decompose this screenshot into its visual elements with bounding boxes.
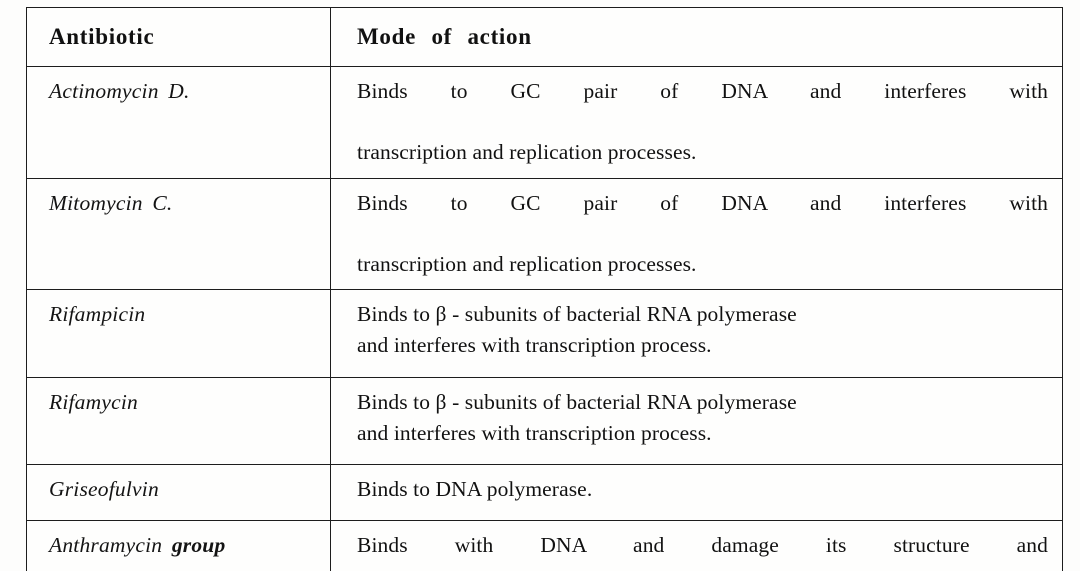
mode-line-1: Binds to β - subunits of bacterial RNA p… (357, 390, 797, 415)
antibiotic-name-part-2: group (171, 533, 226, 558)
column-header-mode-of-action: Mode of action (330, 7, 1063, 67)
mode-line-1: Binds to GC pair of DNA and interferes w… (357, 79, 1048, 103)
table-header: Antibiotic Mode of action (26, 7, 1063, 67)
cell-antibiotic-name: Rifampicin (26, 289, 331, 379)
table-row: Griseofulvin Binds to DNA polymerase. (26, 464, 1063, 522)
cell-antibiotic-name: Rifamycin (26, 377, 331, 466)
mode-line-1: Binds to GC pair of DNA and interferes w… (357, 190, 1048, 215)
mode-line-1: Binds to DNA polymerase. (357, 477, 593, 502)
cell-mode-of-action: Binds to GC pair of DNA and interferes w… (330, 66, 1063, 179)
table-body: Actinomycin D. Binds to GC pair of DNA a… (26, 66, 1063, 571)
table-header-row: Antibiotic Mode of action (26, 7, 1063, 67)
mode-line-1: Binds to β - subunits of bacterial RNA p… (357, 302, 797, 327)
cell-mode-of-action: Binds to DNA polymerase. (330, 464, 1063, 522)
mode-line-2: and interferes with transcription proces… (357, 420, 712, 445)
mode-line-2: transcription and replication processes. (357, 140, 697, 165)
table-row: Rifampicin Binds to β - subunits of bact… (26, 289, 1063, 379)
table-row: Mitomycin C. Binds to GC pair of DNA and… (26, 177, 1063, 291)
cell-antibiotic-name: Mitomycin C. (26, 177, 331, 291)
table-row: Rifamycin Binds to β - subunits of bacte… (26, 377, 1063, 466)
antibiotic-mode-of-action-table: Antibiotic Mode of action Actinomycin D.… (26, 7, 1063, 571)
cell-antibiotic-name: Griseofulvin (26, 464, 331, 522)
mode-line-2: and interferes with transcription proces… (357, 332, 712, 357)
column-header-antibiotic: Antibiotic (26, 7, 331, 67)
table-row: Anthramycin group Binds with DNA and dam… (26, 520, 1063, 571)
cell-antibiotic-name: Actinomycin D. (26, 66, 331, 179)
mode-line-1: Binds with DNA and damage its structure … (357, 533, 1048, 558)
table-row: Actinomycin D. Binds to GC pair of DNA a… (26, 66, 1063, 179)
cell-mode-of-action: Binds with DNA and damage its structure … (330, 520, 1063, 571)
antibiotic-name-part-1: Anthramycin (49, 533, 172, 558)
table-container: Antibiotic Mode of action Actinomycin D.… (26, 7, 1063, 571)
cell-mode-of-action: Binds to β - subunits of bacterial RNA p… (330, 289, 1063, 379)
mode-line-2: transcription and replication processes. (357, 251, 697, 276)
cell-mode-of-action: Binds to β - subunits of bacterial RNA p… (330, 377, 1063, 466)
cell-mode-of-action: Binds to GC pair of DNA and interferes w… (330, 177, 1063, 291)
cell-antibiotic-name: Anthramycin group (26, 520, 331, 571)
